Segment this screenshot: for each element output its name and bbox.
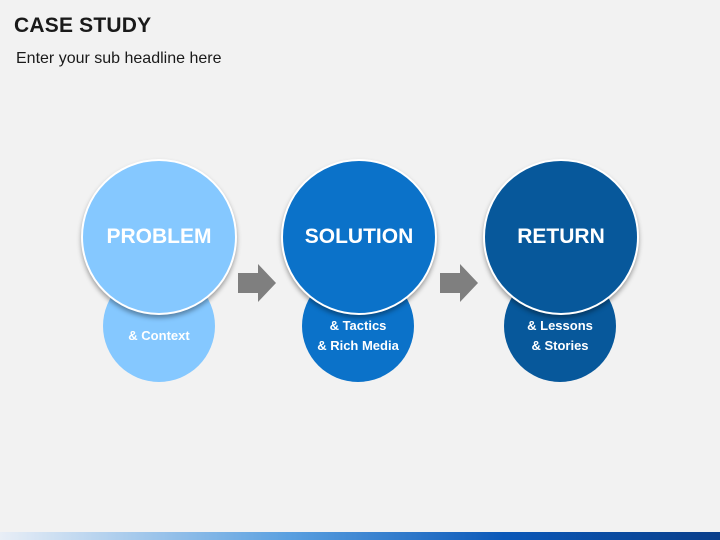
arrow-right-icon xyxy=(440,264,478,302)
return-circle: RETURN xyxy=(483,159,639,315)
return-label: RETURN xyxy=(517,225,605,248)
problem-detail-text: & Context xyxy=(128,328,190,343)
arrow-right-icon xyxy=(238,264,276,302)
solution-detail-text: & Tactics & Rich Media xyxy=(317,318,399,353)
problem-label: PROBLEM xyxy=(106,225,212,248)
return-detail-text: & Lessons & Stories xyxy=(527,318,593,353)
problem-circle: PROBLEM xyxy=(81,159,237,315)
solution-label: SOLUTION xyxy=(304,225,414,248)
slide-subtitle: Enter your sub headline here xyxy=(16,50,222,67)
slide-title: CASE STUDY xyxy=(14,14,152,37)
solution-circle: SOLUTION xyxy=(281,159,437,315)
bottom-accent-bar xyxy=(0,532,720,540)
